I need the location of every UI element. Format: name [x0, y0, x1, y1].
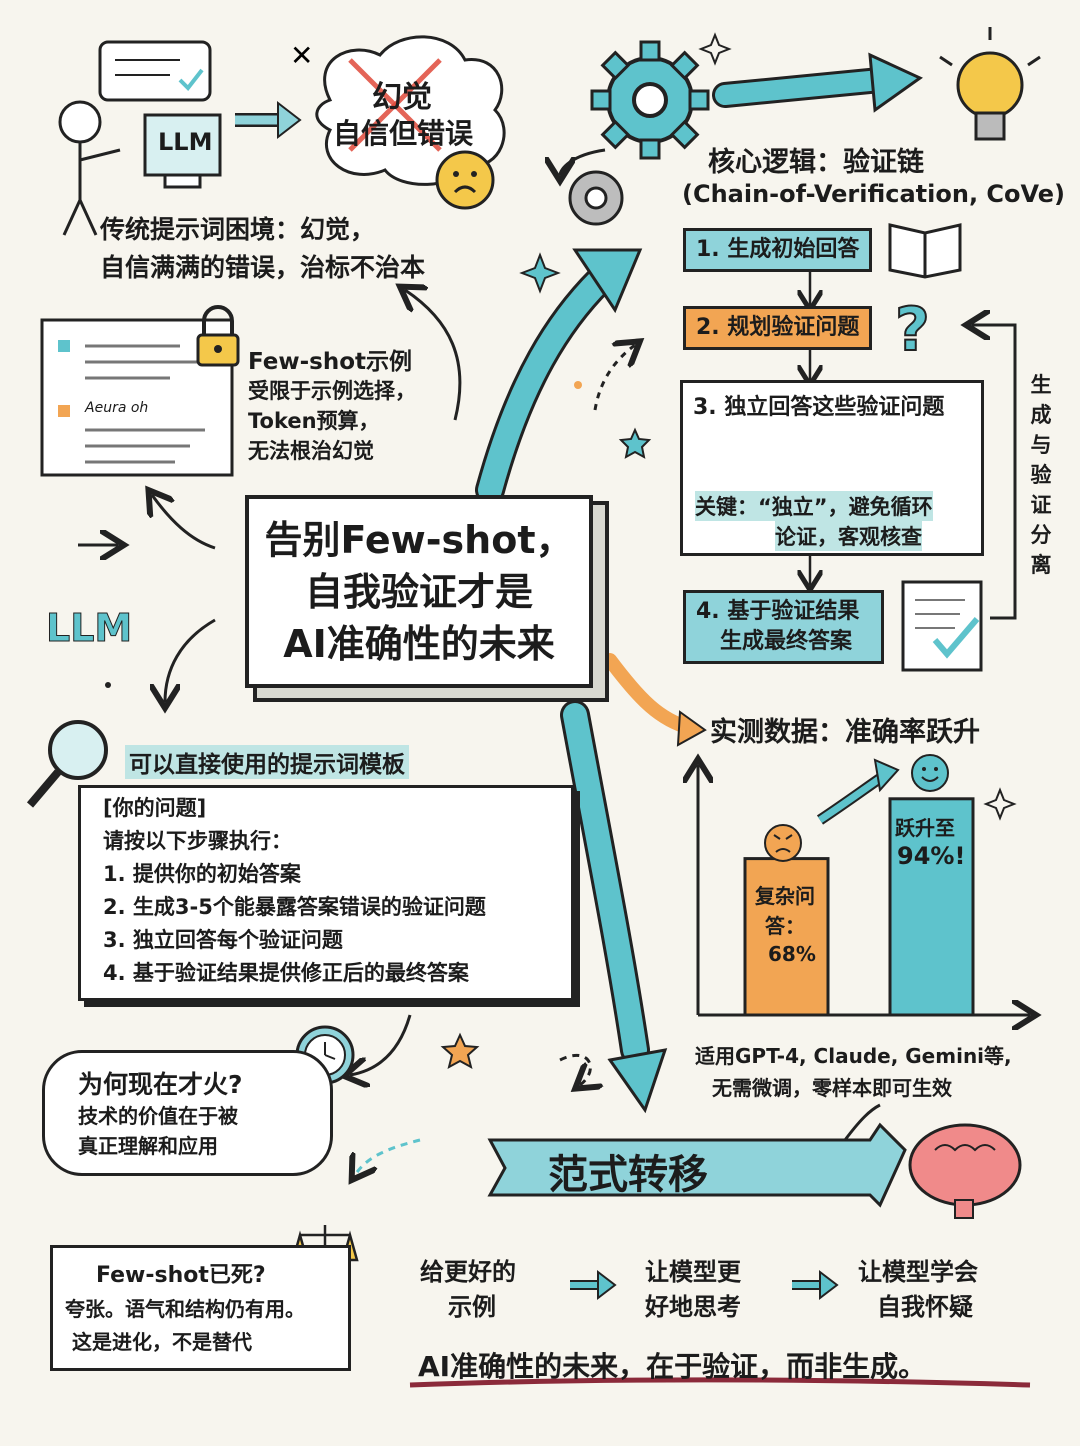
llm-side-label: LLM — [45, 606, 133, 651]
template-line: 3. 独立回答每个验证问题 — [103, 928, 343, 952]
why-now-title: 为何现在才火? — [78, 1070, 243, 1099]
angry-face-icon — [764, 824, 802, 862]
side-label-char: 离 — [1030, 553, 1052, 577]
cove-step2: 2. 规划验证问题 — [683, 306, 873, 350]
cove-key-line2: 论证，客观核查 — [775, 521, 922, 551]
paradigm-step3-line1: 让模型学会 — [858, 1258, 978, 1286]
template-title: 可以直接使用的提示词模板 — [125, 745, 409, 779]
fewshot-line1: 受限于示例选择， — [248, 379, 416, 403]
results-title: 实测数据：准确率跃升 — [710, 717, 980, 748]
conclusion: AI准确性的未来，在于验证，而非生成。 — [418, 1350, 927, 1383]
cove-step1: 1. 生成初始回答 — [683, 228, 873, 272]
side-label-char: 验 — [1030, 463, 1052, 487]
llm-screen-label: LLM — [158, 128, 213, 156]
bar2-label: 跃升至 — [895, 816, 955, 840]
paradigm-title: 范式转移 — [548, 1152, 708, 1198]
speech-bubble-icon — [98, 40, 212, 102]
fewshot-line3: 无法根治幻觉 — [248, 439, 374, 463]
why-now-bubble — [42, 1050, 333, 1176]
person-icon — [58, 100, 121, 236]
small-gear-icon — [568, 170, 624, 226]
fewshot-line2: Token预算， — [248, 409, 380, 433]
cove-side-label: 生成与验证分离 — [1028, 370, 1054, 580]
template-line: 4. 基于验证结果提供修正后的最终答案 — [103, 961, 469, 985]
bar2-value: 94%! — [897, 842, 966, 870]
happy-face-icon — [911, 754, 949, 792]
template-line: 1. 提供你的初始答案 — [103, 862, 301, 886]
checked-document-icon — [901, 580, 983, 672]
dead-title: Few-shot已死? — [96, 1263, 266, 1288]
book-icon — [888, 223, 962, 279]
gear-icon — [590, 40, 710, 160]
cove-step3: 3. 独立回答这些验证问题 — [693, 395, 945, 420]
cove-step4-box: 4. 基于验证结果 生成最终答案 — [683, 590, 884, 664]
cove-title: 核心逻辑：验证链 — [708, 147, 924, 178]
orange-arrow — [603, 653, 697, 735]
bar1-label-line1: 复杂问 — [755, 884, 815, 908]
chart-bar — [888, 797, 975, 1017]
star-icon — [440, 1032, 480, 1069]
star-icon — [618, 427, 652, 459]
cloud-phrase: 自信但错误 — [333, 117, 474, 150]
bar1-label-line2: 答： — [765, 914, 805, 938]
cove-key-line1: 关键：“独立”，避免循环 — [695, 491, 933, 521]
dead-line2: 这是进化，不是替代 — [72, 1330, 252, 1354]
chart-bars — [743, 797, 975, 1017]
sad-face-icon — [435, 150, 495, 210]
paradigm-step2-line2: 好地思考 — [645, 1293, 741, 1321]
main-title-box: 告别Few-shot， 自我验证才是 AI准确性的未来 — [245, 495, 593, 688]
side-label-char: 与 — [1030, 433, 1052, 457]
fewshot-scribble: Aeura oh — [85, 400, 149, 416]
template-line: [你的问题] — [103, 796, 207, 820]
dead-box — [50, 1245, 351, 1371]
paradigm-step1-line2: 示例 — [448, 1293, 496, 1321]
magnifier-icon — [26, 720, 108, 808]
template-box: [你的问题] 请按以下步骤执行： 1. 提供你的初始答案 2. 生成3-5个能暴露答案… — [78, 785, 574, 1001]
why-now-line2: 真正理解和应用 — [78, 1134, 218, 1158]
paradigm-step1-line1: 给更好的 — [420, 1258, 516, 1286]
fewshot-title: Few-shot示例 — [248, 349, 413, 375]
why-now-line1: 技术的价值在于被 — [78, 1104, 238, 1128]
cloud-word: 幻觉 — [372, 80, 432, 115]
traditional-line1: 传统提示词困境：幻觉， — [100, 215, 376, 244]
template-lines: [你的问题] 请按以下步骤执行： 1. 提供你的初始答案 2. 生成3-5个能暴露答案… — [81, 788, 571, 990]
paradigm-step2-line1: 让模型更 — [645, 1258, 741, 1286]
paradigm-banner — [487, 1122, 907, 1208]
template-line: 请按以下步骤执行： — [103, 829, 292, 853]
traditional-line2: 自信满满的错误，治标不治本 — [100, 253, 426, 282]
template-line: 2. 生成3-5个能暴露答案错误的验证问题 — [103, 895, 486, 919]
cove-step4-line1: 4. 基于验证结果 — [696, 599, 860, 624]
cove-step4-line2: 生成最终答案 — [720, 629, 853, 654]
main-title-line1: 告别Few-shot， — [264, 517, 574, 562]
side-label-char: 生 — [1030, 373, 1052, 397]
cove-subtitle: (Chain-of-Verification, CoVe) — [682, 180, 1066, 208]
side-label-char: 证 — [1030, 493, 1052, 517]
question-mark-icon: ? — [895, 295, 930, 365]
results-note-line2: 无需微调，零样本即可生效 — [712, 1076, 952, 1100]
sparkle-icon — [519, 252, 561, 294]
results-note-line1: 适用GPT-4, Claude, Gemini等, — [695, 1044, 1012, 1068]
bar1-value: 68% — [768, 942, 816, 966]
llm-monitor-icon — [143, 113, 222, 189]
cove-step3-panel: 3. 独立回答这些验证问题 关键：“独立”，避免循环 论证，客观核查 — [680, 380, 984, 556]
dead-line1: 夸张。语气和结构仍有用。 — [65, 1297, 305, 1321]
lock-icon — [196, 305, 240, 367]
chart-bar — [743, 857, 830, 1017]
main-title-line2: 自我验证才是 — [304, 569, 533, 614]
paradigm-step3-line2: 自我怀疑 — [877, 1293, 973, 1321]
x-mark-icon: ✕ — [290, 39, 313, 72]
brain-icon — [908, 1123, 1022, 1219]
side-label-char: 成 — [1030, 403, 1052, 427]
main-title-line3: AI准确性的未来 — [283, 621, 555, 666]
light-bulb-icon — [939, 27, 1041, 141]
side-label-char: 分 — [1030, 523, 1052, 547]
